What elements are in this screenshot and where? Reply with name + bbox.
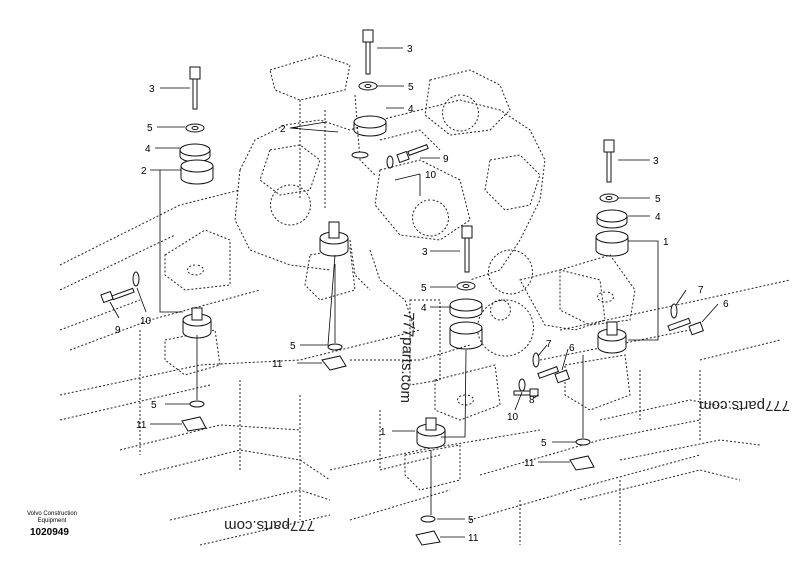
watermark-right: 777parts.com (699, 397, 790, 414)
bolt-parts (189, 29, 615, 273)
callout-2: 2 (280, 124, 286, 135)
callout-3: 3 (653, 156, 659, 167)
callout-5: 5 (408, 82, 414, 93)
callout-11: 11 (468, 533, 479, 544)
document-number: 1020949 (30, 527, 69, 538)
engine-outline (234, 54, 606, 386)
callout-9: 9 (115, 325, 121, 336)
callout-11: 11 (524, 458, 535, 469)
callout-11: 11 (272, 359, 283, 370)
callout-5: 5 (421, 283, 427, 294)
callout-4: 4 (655, 212, 661, 223)
callout-11: 11 (136, 420, 147, 431)
callout-labels: 3 5 4 2 9 10 3 5 4 2 9 10 3 5 4 5 11 5 1… (115, 44, 729, 544)
mount-parts (179, 81, 629, 546)
callout-10: 10 (425, 170, 437, 181)
callout-7: 7 (698, 285, 704, 296)
callout-3: 3 (407, 44, 413, 55)
brand-label: Volvo Construction Equipment (12, 511, 92, 525)
callout-1: 1 (663, 237, 669, 248)
callout-7: 7 (546, 339, 552, 350)
side-fasteners (100, 144, 704, 397)
callout-6: 6 (723, 299, 729, 310)
callout-5: 5 (290, 341, 296, 352)
callout-4: 4 (408, 104, 414, 115)
brand-line-1: Volvo Construction (26, 511, 78, 517)
callout-8: 8 (529, 395, 535, 406)
callout-5: 5 (147, 123, 153, 134)
callout-3: 3 (422, 247, 428, 258)
callout-1: 1 (380, 427, 386, 438)
callout-5: 5 (541, 438, 547, 449)
callout-6: 6 (569, 343, 575, 354)
callout-4: 4 (421, 303, 427, 314)
callout-2: 2 (141, 166, 147, 177)
callout-5: 5 (468, 515, 474, 526)
watermark-center: 777parts.com (397, 312, 417, 403)
leader-lines (109, 47, 719, 538)
callout-9: 9 (443, 154, 449, 165)
frame-outline (59, 189, 791, 546)
callout-4: 4 (145, 144, 151, 155)
callout-5: 5 (151, 400, 157, 411)
watermarks: 777parts.com 777parts.com 777parts.com (224, 312, 790, 534)
callout-5: 5 (655, 194, 661, 205)
callout-3: 3 (149, 84, 155, 95)
callout-10: 10 (140, 316, 152, 327)
watermark-bottom: 777parts.com (224, 517, 315, 534)
brand-line-2: Equipment (37, 518, 67, 524)
callout-10: 10 (507, 412, 519, 423)
